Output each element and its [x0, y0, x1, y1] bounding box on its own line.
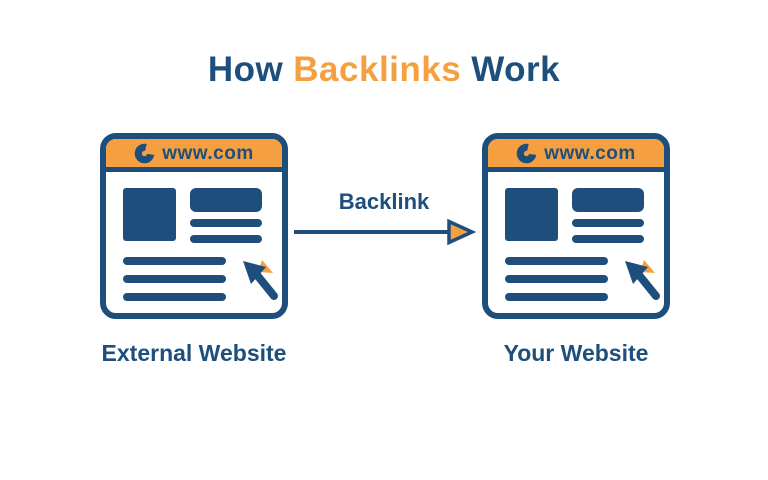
webpage-content-placeholder: [505, 188, 660, 301]
external-website-caption: External Website: [101, 340, 287, 366]
article-thumbnail: [505, 188, 558, 241]
title-word-backlinks: Backlinks: [293, 50, 462, 89]
arrowhead: [447, 218, 476, 246]
article-thumbnail: [123, 188, 176, 241]
page-title: How Backlinks Work: [0, 50, 768, 90]
your-website-window: www.com: [482, 133, 670, 319]
your-website-caption: Your Website: [503, 340, 649, 366]
heading-and-text-lines: [505, 188, 644, 301]
heading-and-text-lines: [123, 188, 262, 301]
title-word-work: Work: [471, 50, 561, 89]
browser-address-bar: www.com: [106, 139, 282, 172]
external-website-window: www.com: [100, 133, 288, 319]
browser-address-bar: www.com: [488, 139, 664, 172]
cursor-arrow-icon: [243, 260, 278, 300]
title-word-how: How: [207, 50, 284, 89]
cursor-arrow-icon: [625, 260, 660, 300]
circular-swirl-icon: [134, 143, 155, 163]
backlink-arrow: [294, 218, 476, 246]
website-url: www.com: [162, 142, 254, 164]
backlink-arrow-label: Backlink: [338, 189, 430, 214]
website-url: www.com: [544, 142, 636, 164]
circular-swirl-icon: [516, 143, 537, 163]
webpage-content-placeholder: [123, 188, 278, 301]
